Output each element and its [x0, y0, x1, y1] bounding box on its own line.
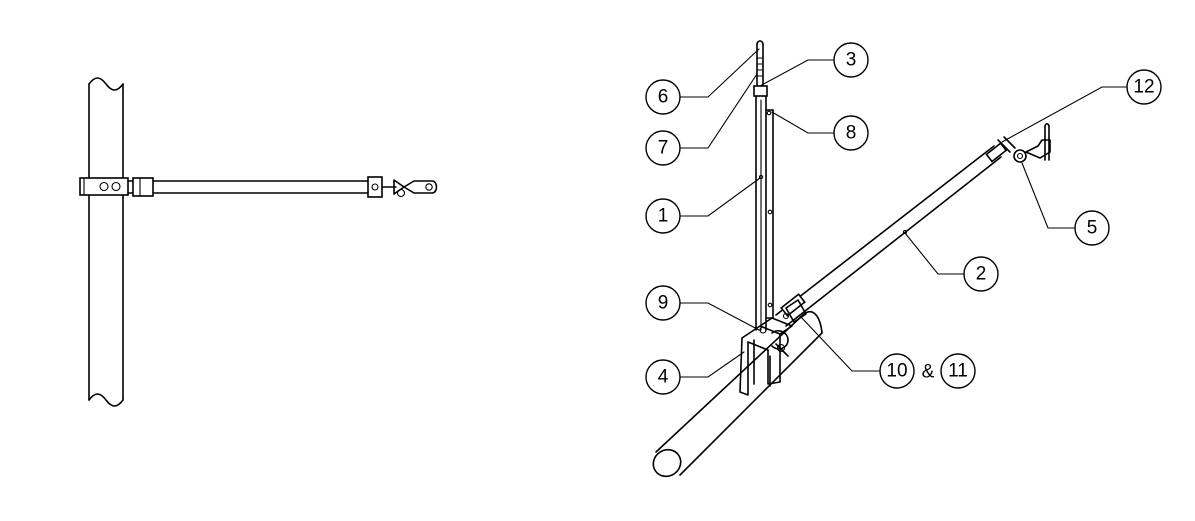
callout-8: 8	[833, 115, 869, 151]
callout-5-label: 5	[1087, 218, 1098, 239]
arm-end-fitting	[985, 122, 1051, 163]
callout-4: 4	[645, 359, 681, 395]
top-rod-fitting	[753, 40, 768, 97]
callout-2-label: 2	[976, 264, 987, 285]
horizontal-pipe	[652, 310, 823, 478]
callout-6-label: 6	[658, 87, 669, 108]
callout-12-label: 12	[1133, 77, 1154, 98]
callout-11: 11	[940, 353, 976, 389]
callout-12: 12	[1126, 69, 1162, 105]
callout-1: 1	[645, 198, 681, 234]
callout-3: 3	[833, 42, 869, 78]
top-view	[79, 77, 438, 407]
callout-11-label: 11	[948, 361, 968, 382]
diagonal-arm	[775, 145, 1002, 327]
arm-end-fitting-top-view	[367, 176, 438, 198]
callout-2: 2	[963, 256, 999, 292]
leader-lines	[679, 48, 1128, 378]
callout-10-label: 10	[886, 361, 907, 382]
callout-8-label: 8	[846, 123, 857, 144]
arm-top-view	[127, 177, 373, 197]
callout-6: 6	[645, 79, 681, 115]
mast-pipe-top-view	[88, 77, 124, 407]
isometric-view: 6 3 7 8 1 12 5 2	[645, 40, 1162, 478]
callout-4-label: 4	[658, 367, 669, 388]
callout-10: 10	[879, 353, 915, 389]
callout-5: 5	[1074, 210, 1110, 246]
callout-joiner: &	[922, 362, 935, 383]
mast-clamp-top-view	[79, 177, 129, 196]
callout-1-label: 1	[658, 206, 669, 227]
callout-7-label: 7	[658, 138, 669, 159]
base-clamp	[739, 299, 807, 396]
vertical-mast	[755, 94, 774, 331]
callout-3-label: 3	[846, 50, 857, 71]
callout-7: 7	[645, 130, 681, 166]
callout-9-label: 9	[658, 293, 669, 314]
callout-9: 9	[645, 285, 681, 321]
